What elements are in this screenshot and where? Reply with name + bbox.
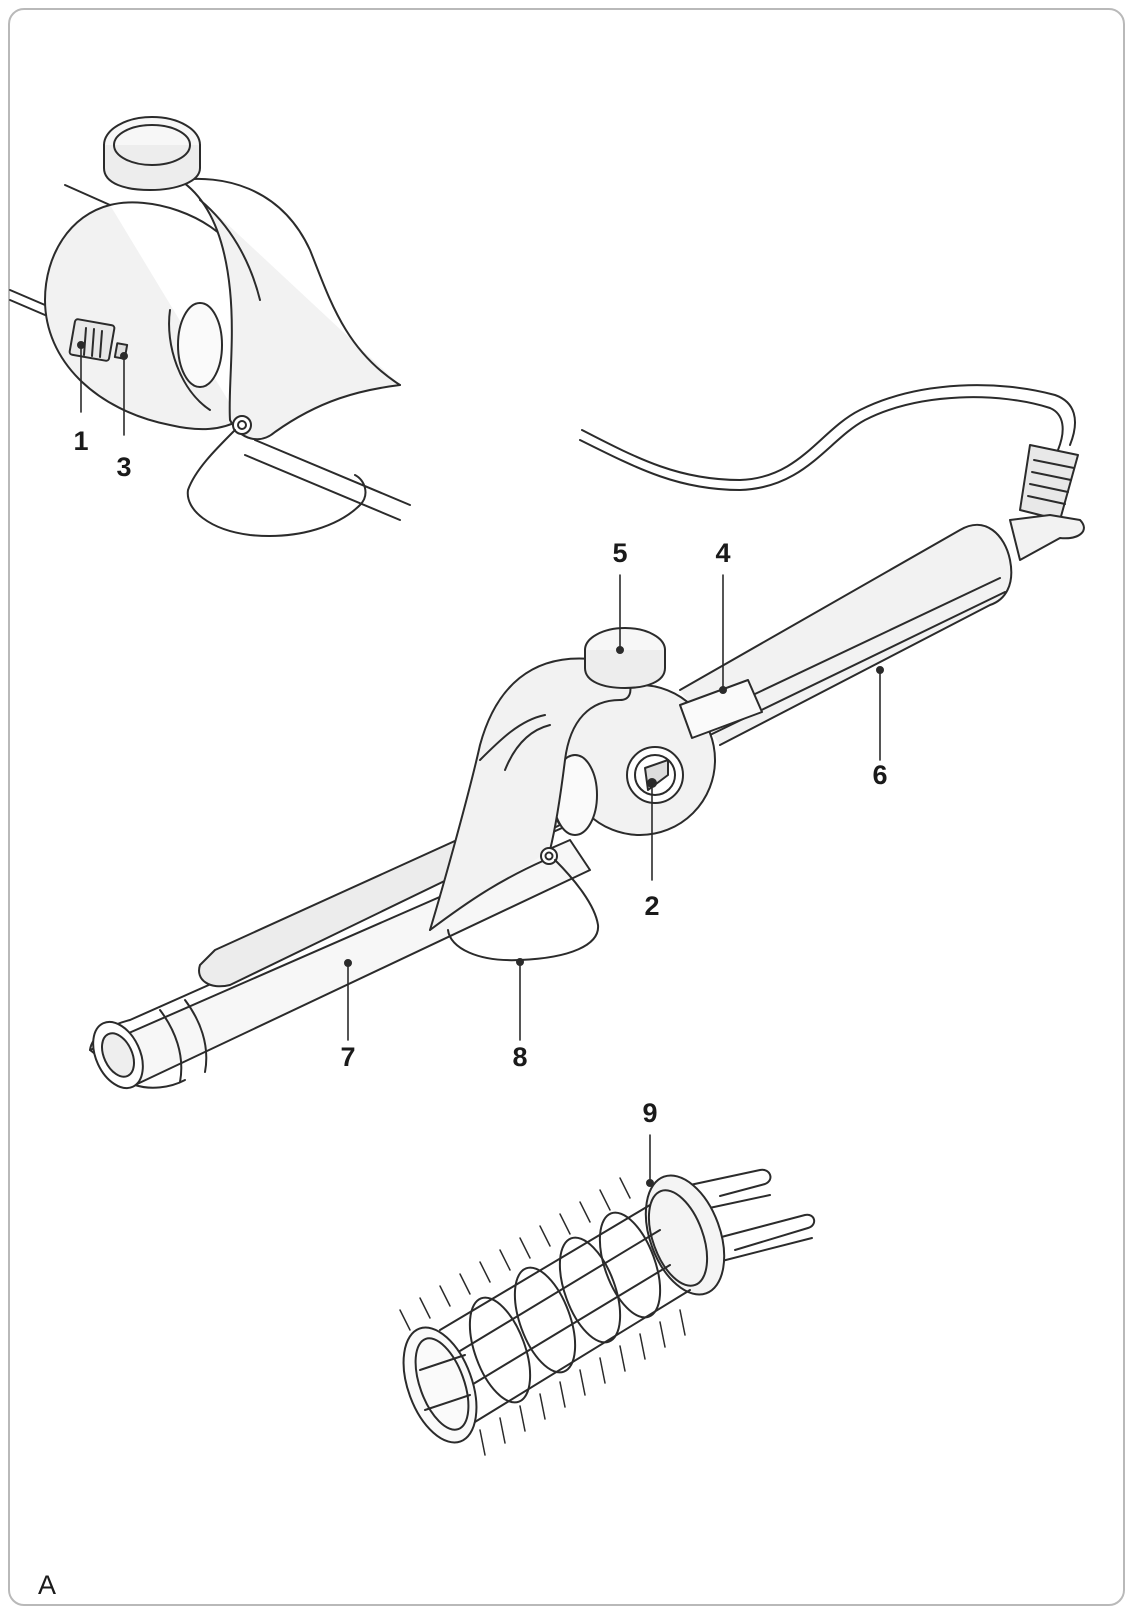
figure-label: A [38,1570,57,1600]
callout-9: 9 [642,1098,658,1128]
page-frame [8,8,1125,1606]
curling-iron-main [89,384,1085,1090]
callout-1: 1 [73,426,89,456]
callout-7: 7 [340,1042,356,1072]
brush-attachment [399,1134,816,1456]
inset-detail-view [9,116,411,537]
callout-4: 4 [715,538,731,568]
callout-8: 8 [512,1042,528,1072]
callout-2: 2 [644,891,660,921]
callout-3: 3 [116,452,132,482]
callout-6: 6 [872,760,888,790]
callout-5: 5 [612,538,628,568]
